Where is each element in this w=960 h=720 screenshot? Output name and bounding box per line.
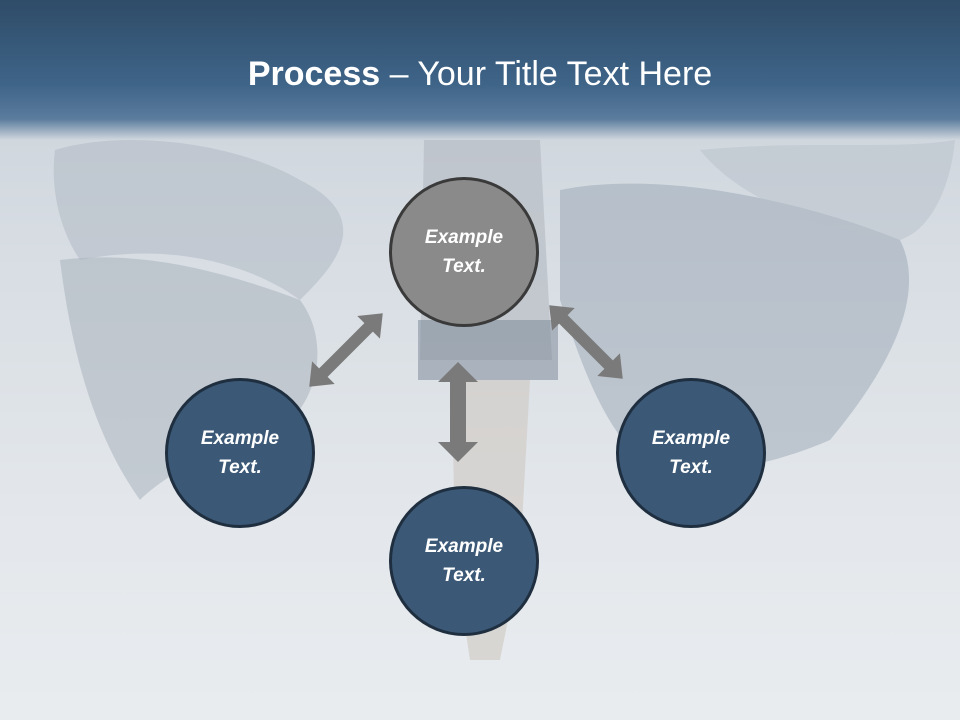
- node-bottom[interactable]: Example Text.: [389, 486, 539, 636]
- node-bottom-label: Example Text.: [424, 536, 504, 586]
- node-left[interactable]: Example Text.: [165, 378, 315, 528]
- node-top[interactable]: Example Text.: [389, 177, 539, 327]
- title-rest-part: – Your Title Text Here: [380, 55, 713, 93]
- arrow-top-right[interactable]: [538, 294, 634, 390]
- node-left-label: Example Text.: [200, 428, 280, 478]
- node-right[interactable]: Example Text.: [616, 378, 766, 528]
- slide-title[interactable]: Process – Your Title Text Here: [0, 52, 960, 96]
- node-top-label: Example Text.: [424, 227, 504, 277]
- arrow-vertical[interactable]: [438, 362, 478, 462]
- title-bar: [0, 0, 960, 140]
- arrow-top-left[interactable]: [298, 302, 394, 398]
- title-bold-part: Process: [247, 55, 381, 93]
- node-right-label: Example Text.: [651, 428, 731, 478]
